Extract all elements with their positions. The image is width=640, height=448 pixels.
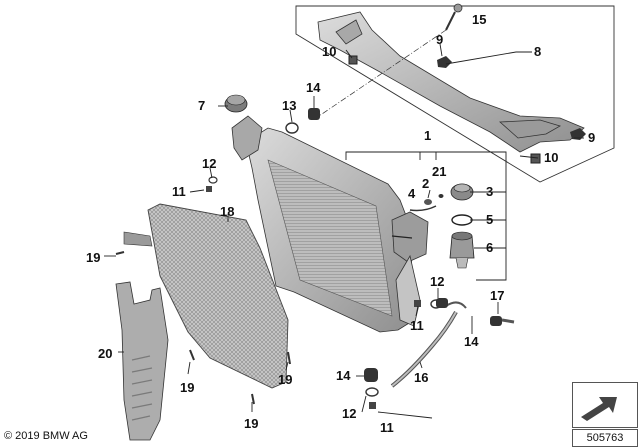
- callout-19-left: 19: [86, 250, 100, 265]
- callout-12-bottom: 12: [342, 406, 356, 421]
- callout-17: 17: [490, 288, 504, 303]
- callout-20: 20: [98, 346, 112, 361]
- image-reference-number: 505763: [572, 429, 638, 447]
- callout-14-top: 14: [306, 80, 321, 95]
- nut-part-9: [437, 56, 586, 140]
- radiator-part-1: [231, 115, 429, 333]
- arrow-icon: [581, 397, 617, 421]
- air-duct-part: [317, 11, 585, 153]
- callout-9-lower: 9: [588, 130, 595, 145]
- callout-1: 1: [424, 128, 431, 143]
- filler-cap-part-7: [224, 94, 248, 113]
- grommet-part-14: [308, 108, 320, 120]
- reference-thumbnail: [572, 382, 638, 428]
- callout-11-left: 11: [172, 184, 186, 199]
- callout-10-upper: 10: [322, 44, 336, 59]
- copyright-text: © 2019 BMW AG: [4, 430, 88, 442]
- callout-19-right: 19: [278, 372, 292, 387]
- callout-15: 15: [472, 12, 486, 27]
- callout-14-mid: 14: [464, 334, 479, 349]
- callout-21: 21: [432, 164, 446, 179]
- callout-5: 5: [486, 212, 493, 227]
- bolt-part-15: [445, 3, 463, 31]
- callout-13: 13: [282, 98, 296, 113]
- callout-11-mid: 11: [410, 318, 424, 333]
- seal-ring-part-13: [285, 122, 299, 134]
- callout-4: 4: [408, 186, 416, 201]
- callout-19-bottom: 19: [244, 416, 258, 431]
- callout-3: 3: [486, 184, 493, 199]
- callout-8: 8: [534, 44, 541, 59]
- callout-6: 6: [486, 240, 493, 255]
- callout-12-left: 12: [202, 156, 216, 171]
- callout-12-mid: 12: [430, 274, 444, 289]
- clip-part-10: [348, 55, 541, 164]
- callout-7: 7: [198, 98, 205, 113]
- callout-18: 18: [220, 204, 234, 219]
- side-cover-part-20: [115, 281, 169, 441]
- callout-16: 16: [414, 370, 428, 385]
- callout-10-lower: 10: [544, 150, 558, 165]
- callout-9-upper: 9: [436, 32, 443, 47]
- callout-2: 2: [422, 176, 429, 191]
- callout-11-bottom: 11: [380, 420, 394, 435]
- callout-14-bottom: 14: [336, 368, 351, 383]
- group-frame-upper: [295, 5, 615, 183]
- callout-19-mid: 19: [180, 380, 194, 395]
- small-fasteners: [115, 176, 515, 409]
- radiator-grille-part-18: [123, 203, 289, 389]
